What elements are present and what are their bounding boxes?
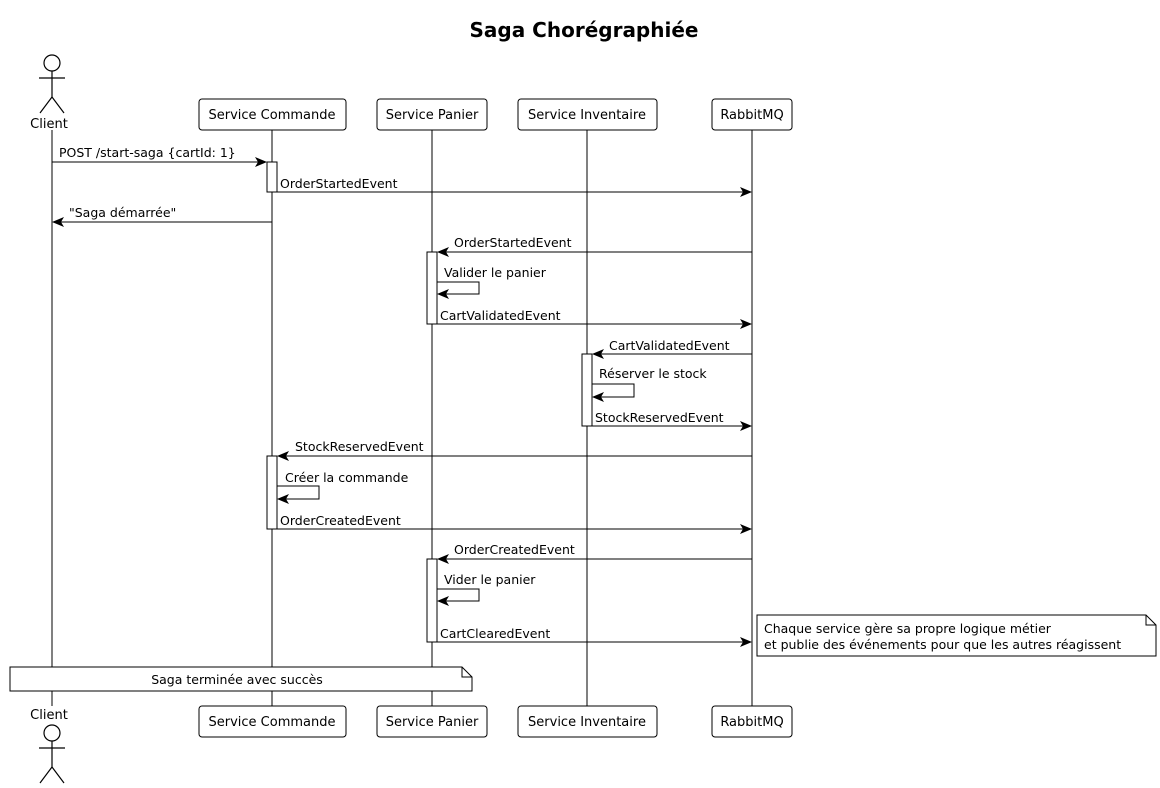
message-label: "Saga démarrée" (69, 205, 176, 220)
note-line: et publie des événements pour que les au… (764, 637, 1121, 652)
message: OrderCreatedEvent (437, 542, 752, 564)
participant-service-inventaire-top: Service Inventaire (517, 98, 658, 131)
diagram-title: Saga Chorégraphiée (470, 18, 699, 42)
participant-label: Service Commande (209, 108, 336, 123)
self-message: Vider le panier (437, 572, 536, 606)
message: CartValidatedEvent (437, 308, 752, 329)
note-fold-icon (1145, 615, 1156, 626)
message-label: CartClearedEvent (440, 626, 550, 641)
activation-bar (426, 251, 438, 325)
participant-label: Service Commande (209, 715, 336, 730)
participant-service-commande-top: Service Commande (198, 98, 347, 131)
message-label: StockReservedEvent (295, 439, 424, 454)
message-label: OrderStartedEvent (280, 176, 398, 191)
message-arrow (592, 383, 635, 402)
stick-figure-icon (39, 724, 65, 784)
note-line: Saga terminée avec succès (151, 672, 323, 687)
stick-figure-icon (39, 54, 65, 114)
message-label: OrderCreatedEvent (454, 542, 575, 557)
participant-box (517, 705, 658, 738)
participant-service-panier-bottom: Service Panier (376, 705, 488, 738)
participant-box (711, 98, 793, 131)
activation-bar (266, 455, 278, 530)
message-label: CartValidatedEvent (440, 308, 561, 323)
note-box (9, 666, 473, 692)
self-message: Réserver le stock (592, 366, 707, 402)
participant-rabbitmq-top: RabbitMQ (711, 98, 793, 131)
message: POST /start-saga {cartId: 1} (52, 145, 267, 167)
message: "Saga démarrée" (52, 205, 272, 227)
message-label: Créer la commande (285, 470, 409, 485)
activation-bar (266, 161, 278, 193)
participant-label: Service Inventaire (528, 715, 646, 730)
activation-bar (426, 558, 438, 643)
note-box (756, 614, 1157, 657)
message-label: StockReservedEvent (595, 410, 724, 425)
participant-box (711, 705, 793, 738)
participant-label: RabbitMQ (720, 108, 783, 123)
participant-label: Service Inventaire (528, 108, 646, 123)
self-message: Créer la commande (277, 470, 409, 504)
activation-bars (266, 161, 593, 643)
message-arrow (277, 485, 320, 504)
message-label: OrderCreatedEvent (280, 513, 401, 528)
message-label: Réserver le stock (599, 366, 707, 381)
participant-label: Service Panier (386, 715, 479, 730)
message: OrderCreatedEvent (277, 513, 752, 534)
participant-box (198, 705, 347, 738)
message: CartValidatedEvent (592, 338, 752, 359)
message: OrderStartedEvent (277, 176, 752, 197)
lifelines (51, 130, 753, 706)
participant-service-inventaire-bottom: Service Inventaire (517, 705, 658, 738)
participant-label: RabbitMQ (720, 715, 783, 730)
actor-client-top: Client (30, 54, 68, 132)
message: OrderStartedEvent (437, 235, 752, 257)
participant-label: Service Panier (386, 108, 479, 123)
message-label: Valider le panier (444, 265, 547, 280)
participant-service-commande-bottom: Service Commande (198, 705, 347, 738)
message-label: CartValidatedEvent (609, 338, 730, 353)
message-label: POST /start-saga {cartId: 1} (59, 145, 236, 160)
note-right-of-rabbitmq: Chaque service gère sa propre logique mé… (756, 614, 1157, 657)
message: CartClearedEvent (437, 626, 752, 647)
self-message: Valider le panier (437, 265, 547, 299)
actor-client-bottom: Client (30, 708, 68, 784)
activation-bar (581, 353, 593, 427)
note-over-client-panier: Saga terminée avec succès (9, 666, 473, 692)
participant-box (376, 705, 488, 738)
participant-box (517, 98, 658, 131)
message-label: Vider le panier (444, 572, 536, 587)
message-arrow (437, 588, 480, 606)
note-line: Chaque service gère sa propre logique mé… (764, 621, 1052, 636)
participant-box (376, 98, 488, 131)
message-label: OrderStartedEvent (454, 235, 572, 250)
message: StockReservedEvent (277, 439, 752, 461)
participant-service-panier-top: Service Panier (376, 98, 488, 131)
note-fold-icon (461, 667, 472, 678)
message-arrow (437, 281, 480, 299)
actor-label-client: Client (30, 117, 68, 132)
message: StockReservedEvent (592, 410, 752, 431)
participant-rabbitmq-bottom: RabbitMQ (711, 705, 793, 738)
messages: POST /start-saga {cartId: 1} OrderStarte… (52, 145, 752, 647)
actor-label-client: Client (30, 708, 68, 723)
participant-box (198, 98, 347, 131)
